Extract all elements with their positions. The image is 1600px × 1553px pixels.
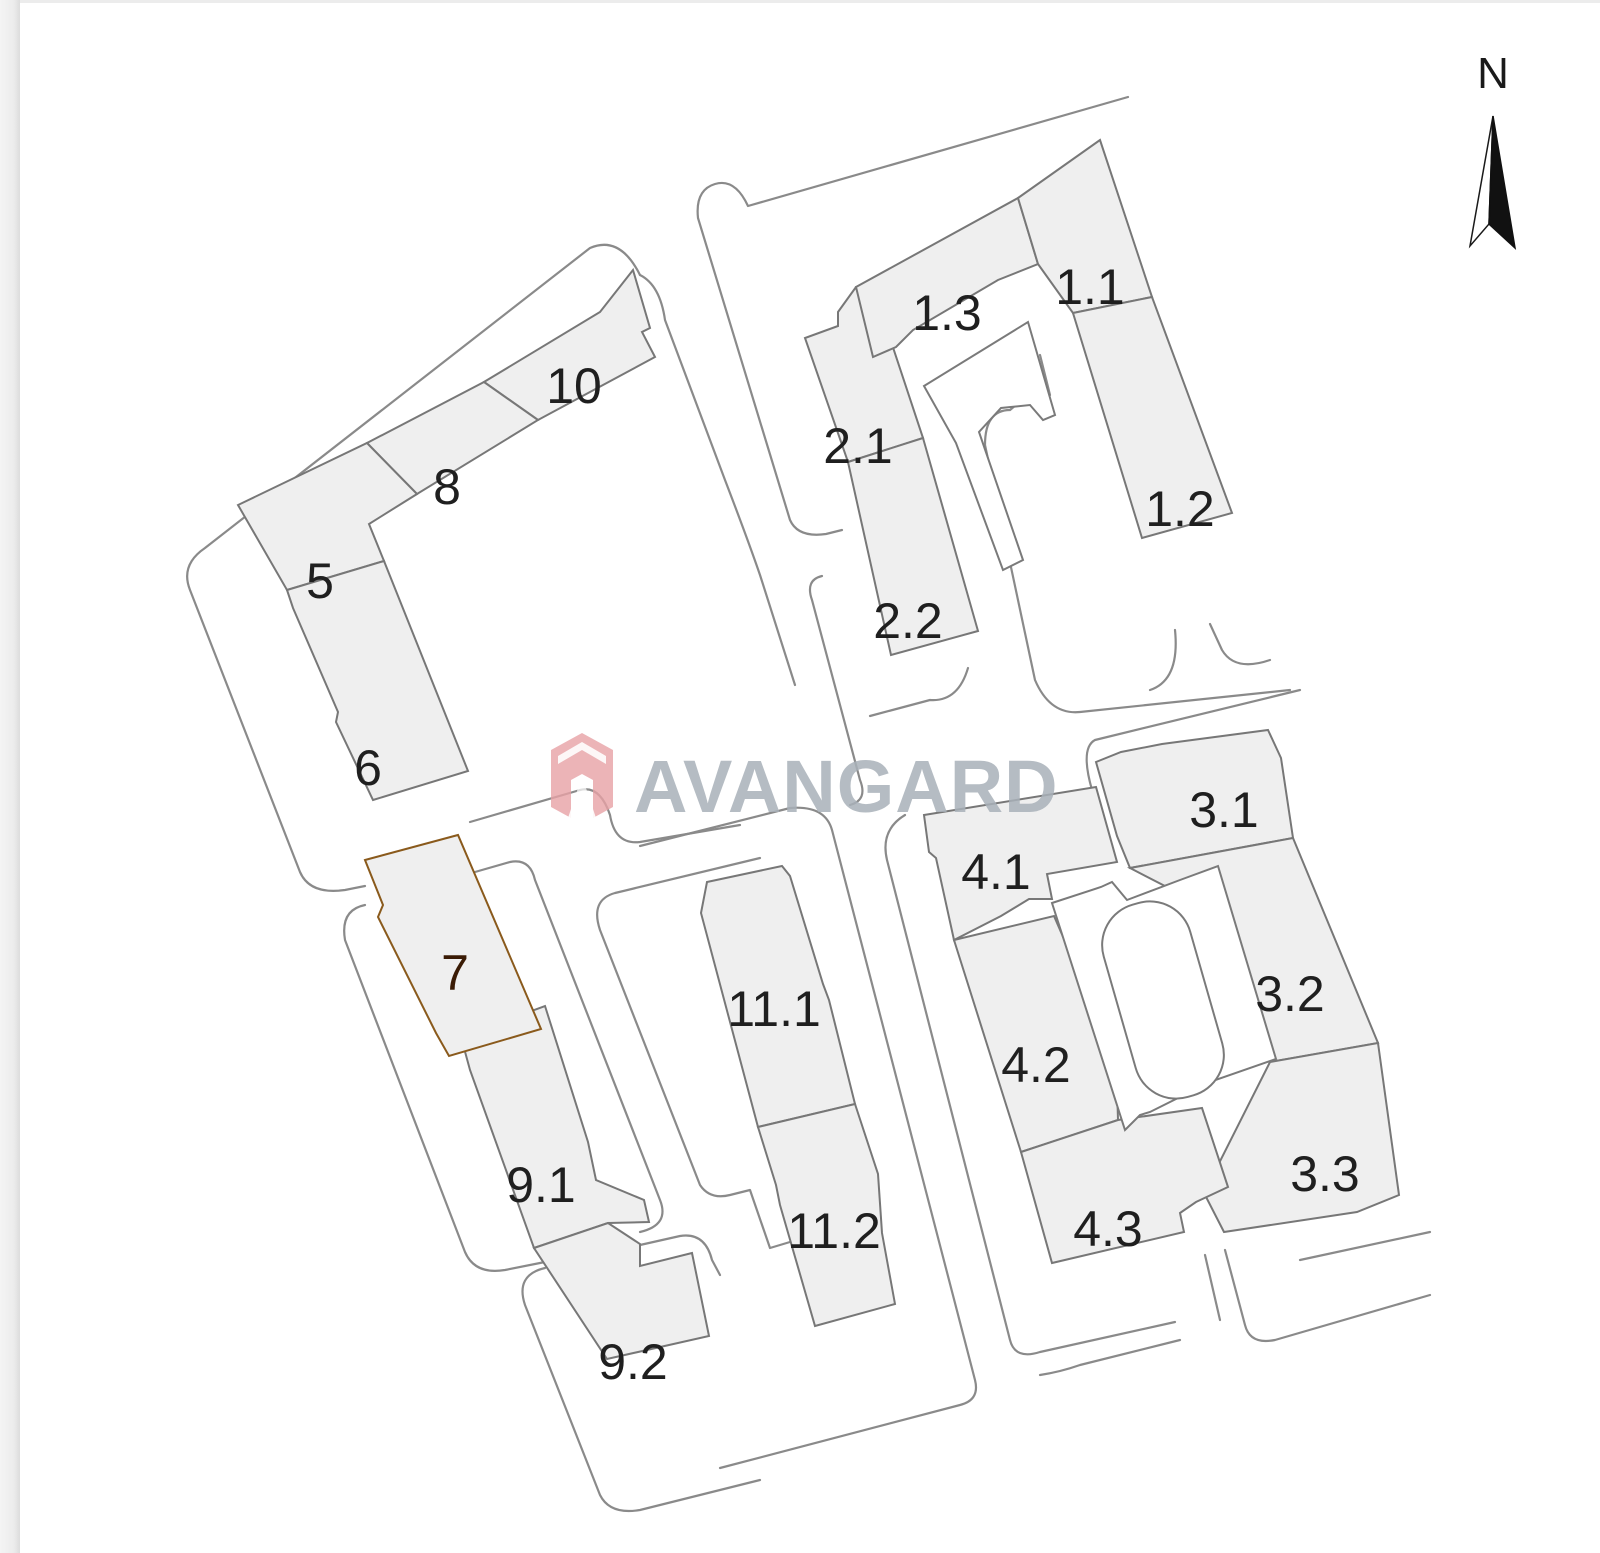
label-1-3: 1.3 [912, 285, 982, 341]
road-center-block [884, 813, 1177, 1356]
building-10[interactable] [482, 267, 657, 422]
label-5: 5 [306, 553, 334, 609]
road-east-7 [473, 860, 664, 1234]
building-6[interactable] [285, 559, 470, 802]
window-top-edge [20, 0, 1600, 3]
label-1-2: 1.2 [1145, 481, 1215, 537]
window-left-edge [0, 0, 20, 1553]
label-2-2: 2.2 [873, 593, 943, 649]
label-7: 7 [441, 945, 469, 1001]
road-e-2 [1148, 628, 1177, 692]
road-outline-nw-east [638, 273, 797, 687]
label-10: 10 [546, 358, 602, 414]
north-compass: N [1468, 49, 1517, 251]
road-courtyard-11 [596, 856, 792, 1250]
roads-layer [186, 95, 1432, 1513]
courtyards-layer [922, 320, 1278, 1132]
road-e-tail [1298, 1230, 1432, 1262]
road-center-west [638, 806, 978, 1470]
road-se-right-2 [1203, 1253, 1222, 1322]
building-7[interactable] [363, 833, 543, 1058]
road-se-right [1223, 1248, 1432, 1343]
road-ne-inner [868, 666, 970, 718]
label-9-1: 9.1 [506, 1157, 576, 1213]
road-sw [521, 1266, 762, 1513]
building-4.3[interactable] [1019, 1106, 1230, 1265]
building-1.2[interactable] [1071, 295, 1234, 540]
avangard-watermark: AVANGARD [551, 733, 1059, 828]
road-e-1 [1208, 622, 1272, 666]
label-1-1: 1.1 [1055, 259, 1125, 315]
labels-layer: 10 8 5 6 7 9.1 9.2 11.1 11.2 1.3 1.1 2.1… [306, 259, 1360, 1390]
road-outline-nw [186, 243, 642, 892]
road-courtyard-nw [468, 788, 742, 844]
label-3-1: 3.1 [1189, 782, 1259, 838]
label-3-2: 3.2 [1255, 966, 1325, 1022]
avangard-wordmark: AVANGARD [634, 745, 1059, 828]
label-9-2: 9.2 [598, 1334, 668, 1390]
label-8: 8 [433, 459, 461, 515]
label-4-2: 4.2 [1001, 1037, 1071, 1093]
building-9.1[interactable] [459, 1004, 651, 1250]
label-3-3: 3.3 [1290, 1146, 1360, 1202]
courtyard-north [922, 320, 1057, 572]
label-2-1: 2.1 [823, 418, 893, 474]
avangard-logo-icon [551, 733, 613, 818]
label-11-2: 11.2 [787, 1203, 881, 1259]
building-4.1[interactable] [922, 785, 1119, 942]
road-west-7 [343, 903, 547, 1272]
north-arrow-icon [1468, 115, 1517, 251]
building-9.2[interactable] [532, 1221, 711, 1361]
road-se-bottom [1038, 1338, 1182, 1377]
label-4-3: 4.3 [1073, 1201, 1143, 1257]
road-central [808, 574, 864, 807]
label-11-1: 11.1 [727, 981, 821, 1037]
label-4-1: 4.1 [961, 844, 1031, 900]
label-6: 6 [354, 740, 382, 796]
building-11.2[interactable] [756, 1102, 897, 1328]
courtyard-oval [1101, 900, 1225, 1100]
building-3.1[interactable] [1094, 728, 1295, 870]
road-sw-2 [638, 1234, 722, 1277]
north-label: N [1477, 49, 1509, 98]
road-north-edge [696, 95, 1130, 536]
building-2.2[interactable] [846, 436, 980, 657]
building-11.1[interactable] [699, 864, 857, 1129]
road-east-crossing [1085, 688, 1302, 792]
